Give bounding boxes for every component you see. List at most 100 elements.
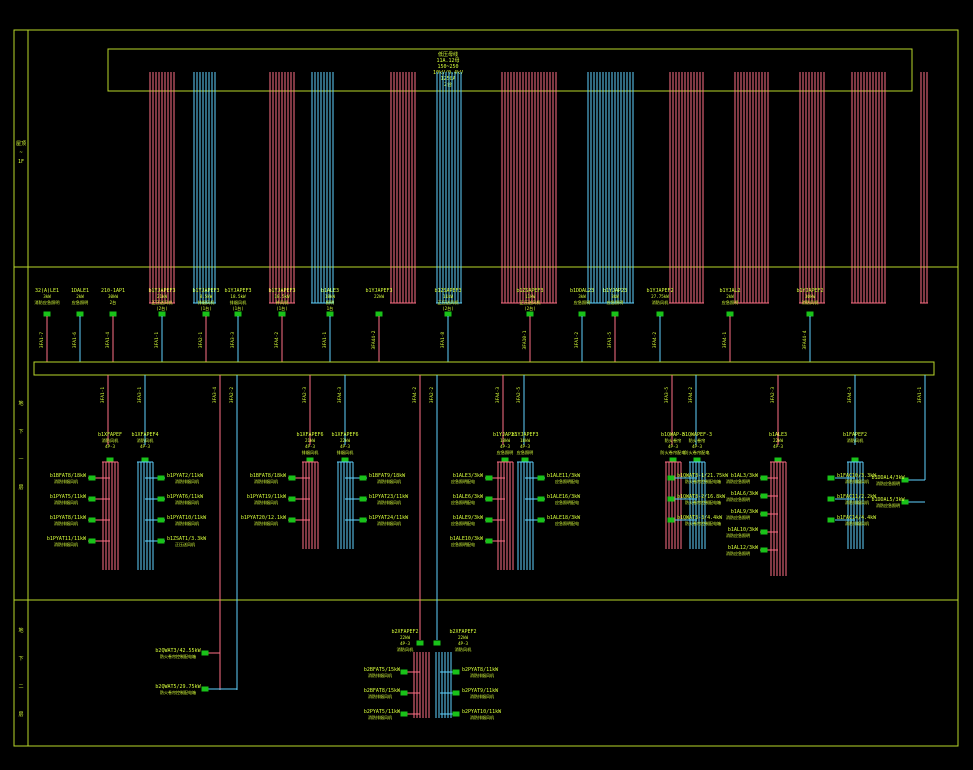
feeder-detail: 应急照明 xyxy=(607,299,624,306)
feeder-detail: 30kW xyxy=(108,294,119,299)
load-desc-right: 防火卷帘控制配电箱 xyxy=(685,520,721,526)
feeder-detail: 排烟风机 xyxy=(198,299,216,306)
feeder-detail: 21kW xyxy=(157,294,168,299)
b2-head-right: 22kW xyxy=(458,635,469,640)
load-name-left: b1AL3/3kW xyxy=(731,473,759,479)
load-breaker xyxy=(359,475,367,481)
feeder-cable-label: 3FA1-6 xyxy=(72,332,78,349)
feeder-detail: 18.5kW xyxy=(230,294,246,299)
group-breaker-left xyxy=(501,457,509,463)
load-breaker xyxy=(827,517,835,523)
group-head-right: 4P-3 xyxy=(692,444,703,449)
busbar-text: 低压母线 xyxy=(438,51,458,58)
feeder-detail: 27.75kW xyxy=(651,294,669,299)
b2-load-name-right: b2PYAT9/11kW xyxy=(462,688,499,694)
load-name-right: b1FAC14/4.4kW xyxy=(837,515,877,521)
riser-bundle xyxy=(269,72,295,303)
load-name-right: b1BFAT9/18kW xyxy=(369,473,406,479)
load-name-right: b1FAC10/3.3kW xyxy=(837,473,877,479)
riser-bundle xyxy=(587,72,634,303)
load-breaker xyxy=(201,686,209,692)
floor-label-upper: 1F xyxy=(18,159,24,165)
feeder-detail: 22kW xyxy=(374,294,385,299)
feeder-detail: 消防风机 xyxy=(802,299,820,306)
group-head-left: 4P-3 xyxy=(500,444,511,449)
feeder-name: b1ZSAPEF3 xyxy=(434,288,461,294)
feeder-cable-label: 3FA4-2 xyxy=(652,332,658,349)
branch-cable-label: 3FA4-3 xyxy=(495,387,501,404)
busbar-text: 150~250 xyxy=(437,64,458,70)
load-name-left: b1BFAT8/18kW xyxy=(50,473,87,479)
load-breaker xyxy=(827,496,835,502)
b2-left-load-desc: 防火卷帘控制配电箱 xyxy=(160,689,196,695)
group-head-right: 18kW xyxy=(520,438,531,443)
feeder-detail: 2kW xyxy=(76,294,84,299)
riser-bundle xyxy=(149,72,175,303)
feeder-breaker xyxy=(43,311,51,317)
load-desc-right: 防火卷帘控制配电箱 xyxy=(685,499,721,505)
load-name-left: b1PYAT8/11kW xyxy=(50,515,87,521)
load-name-right: b1PYAT23/11kW xyxy=(369,494,409,500)
feeder-breaker xyxy=(202,311,210,317)
branch-cable-label: 3FA2-2 xyxy=(229,387,235,404)
load-desc-right: 防火卷帘控制配电箱 xyxy=(685,478,721,484)
far-load-name: b1DDAL4/3kW xyxy=(871,475,905,481)
load-name-right: b1FAC11/2.2kW xyxy=(837,494,877,500)
branch-cable-label: 3FA4-3 xyxy=(847,387,853,404)
floor-label-b1: 下 xyxy=(18,429,23,435)
group-breaker-right xyxy=(141,457,149,463)
riser-bundle xyxy=(193,72,216,303)
far-load-desc: 消防应急照明 xyxy=(876,480,900,486)
b2-breaker-right xyxy=(433,640,441,646)
group-head-right: 防火卷帘配电 xyxy=(684,449,710,456)
group-head-right: b1YJAPEF3 xyxy=(511,432,538,438)
group-breaker-right xyxy=(851,457,859,463)
feeder-detail: 30kW xyxy=(805,294,816,299)
load-desc-right: 应急照明配电 xyxy=(555,478,579,484)
load-name-right: b1ALE16/3kW xyxy=(547,494,581,500)
feeder-detail: (1台) xyxy=(276,305,288,312)
load-breaker xyxy=(485,538,493,544)
feeder-detail: 正压送风机 xyxy=(520,299,542,306)
feeder-detail: 18.5kW xyxy=(274,294,290,299)
feeder-cable-label: 3FA1-1 xyxy=(154,332,160,349)
feeder-detail: 18kW xyxy=(325,294,336,299)
group-head-left: 21kW xyxy=(305,438,316,443)
feeder-detail: 11kW xyxy=(525,294,536,299)
load-breaker xyxy=(400,711,408,717)
b2-load-name-left: b2BFAT5/15kW xyxy=(364,667,401,673)
load-name-right: b1ZSAT1/3.3kW xyxy=(167,536,207,542)
riser-bundle xyxy=(851,72,886,303)
feeder-detail: (2台) xyxy=(156,305,168,312)
load-name-right: b1PYAT24/11kW xyxy=(369,515,409,521)
load-desc-left: 应急照明配电 xyxy=(451,520,475,526)
group-breaker-left xyxy=(106,457,114,463)
load-desc-right: 消防排烟风机 xyxy=(845,520,869,526)
branch-cable-label: 3FA4-3 xyxy=(337,387,343,404)
feeder-cable-label: 3FA1-4 xyxy=(105,332,111,349)
load-desc-left: 消防排烟风机 xyxy=(254,478,278,484)
low-voltage-busbar-box xyxy=(107,48,913,92)
outer-frame xyxy=(13,29,959,747)
branch-cable-label: 3FA4-2 xyxy=(412,387,418,404)
distribution-busbar xyxy=(33,361,935,376)
b2-head-left: 4P-3 xyxy=(400,641,411,646)
group-head-left: b1XFAPEF6 xyxy=(296,432,323,438)
feeder-name: 1DALE1 xyxy=(71,288,89,294)
feeder-detail: 2kW xyxy=(726,294,734,299)
load-name-left: b1ALE10/3kW xyxy=(450,536,484,542)
load-desc-right: 消防排烟风机 xyxy=(175,478,199,484)
load-breaker xyxy=(827,475,835,481)
load-desc-right: 消防排烟风机 xyxy=(175,520,199,526)
feeder-cable-label: 3FA2-1 xyxy=(198,332,204,349)
b2-load-name-right: b2PYAT8/11kW xyxy=(462,667,499,673)
load-breaker xyxy=(760,529,768,535)
load-desc-left: 消防应急照明 xyxy=(726,532,750,538)
load-desc-left: 消防排烟风机 xyxy=(54,499,78,505)
feeder-breaker xyxy=(526,311,534,317)
load-desc-right: 正压送风机 xyxy=(175,541,195,547)
load-desc-left: 消防应急照明 xyxy=(726,496,750,502)
load-name-left: b1AL9/3kW xyxy=(731,509,759,515)
branch-cable-label: 3FA4-2 xyxy=(688,387,694,404)
floor-label-upper: ~ xyxy=(19,150,22,156)
